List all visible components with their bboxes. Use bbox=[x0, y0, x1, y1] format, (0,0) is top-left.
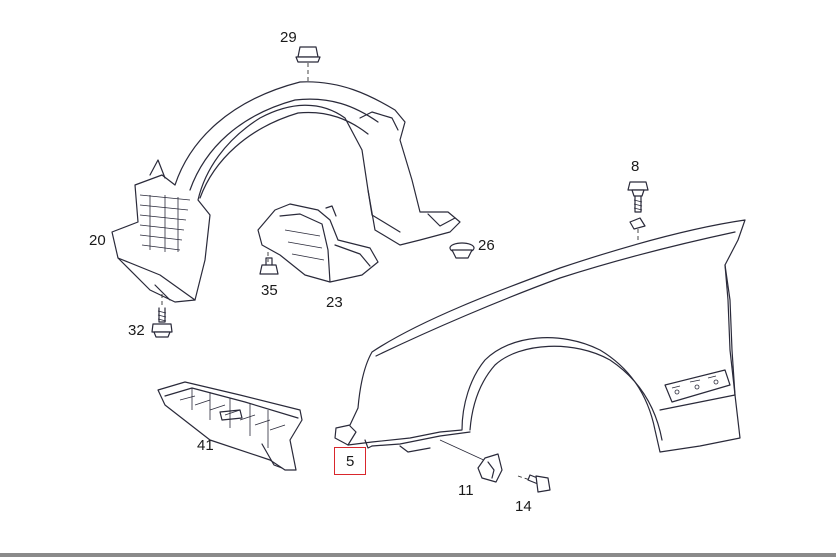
label-8: 8 bbox=[631, 158, 640, 175]
part-20-wheel-liner bbox=[111, 81, 461, 303]
part-26-cap bbox=[449, 242, 475, 259]
label-35: 35 bbox=[261, 282, 278, 299]
label-26: 26 bbox=[478, 237, 495, 254]
label-32: 32 bbox=[128, 322, 145, 339]
part-35-bolt bbox=[259, 252, 279, 275]
part-8-bolt bbox=[627, 181, 649, 240]
label-14: 14 bbox=[515, 498, 532, 515]
bottom-divider bbox=[0, 553, 836, 557]
part-32-screw bbox=[151, 294, 173, 338]
part-5-highlight[interactable]: 5 bbox=[334, 447, 366, 475]
label-29: 29 bbox=[280, 29, 297, 46]
label-11: 11 bbox=[458, 482, 474, 499]
label-20: 20 bbox=[89, 232, 106, 249]
part-29-nut bbox=[295, 46, 321, 82]
part-41-panel bbox=[157, 381, 303, 471]
label-23: 23 bbox=[326, 294, 343, 311]
part-23-shield bbox=[257, 203, 379, 283]
part-5-fender bbox=[334, 219, 746, 453]
label-5: 5 bbox=[346, 453, 355, 470]
label-41: 41 bbox=[197, 437, 214, 454]
part-14-bolt bbox=[517, 474, 551, 493]
part-11-bracket bbox=[439, 439, 503, 483]
